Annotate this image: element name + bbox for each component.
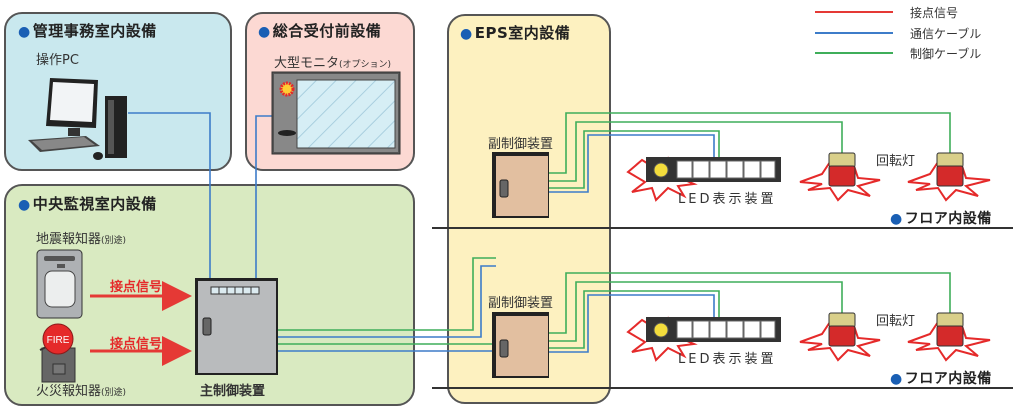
bullet-icon: ● <box>258 24 271 40</box>
bullet-icon: ● <box>460 26 473 42</box>
large-monitor-icon <box>271 71 401 155</box>
sub-controller-label-upper: 副制御装置 <box>488 137 554 152</box>
management-title: ●管理事務室内設備 <box>18 22 157 40</box>
floor-title-lower: ●フロア内設備 <box>890 371 992 387</box>
earthquake-detector-label: 地震報知器(別途) <box>36 232 127 247</box>
earthquake-detector-icon <box>36 249 83 319</box>
eps-title: ●EPS室内設備 <box>460 24 571 42</box>
comm-cable-monitor <box>255 115 277 278</box>
led-display-lower-icon <box>626 316 781 362</box>
contact-signal-label-1: 接点信号 <box>110 280 163 295</box>
control-cable-lower-lamp1 <box>548 281 843 342</box>
rotating-lamp-upper-1-icon <box>799 152 881 202</box>
led-display-label-upper: LED表示装置 <box>678 192 777 207</box>
sub-controller-upper-icon <box>492 152 549 218</box>
pc-label: 操作PC <box>36 53 79 68</box>
control-cable-lower-lamp2 <box>548 272 951 334</box>
floor-title-upper: ●フロア内設備 <box>890 211 992 227</box>
main-controller-label: 主制御装置 <box>200 384 266 399</box>
control-cable-main-upper <box>276 257 496 331</box>
main-controller-icon <box>195 278 278 375</box>
control-cable-upper-led <box>548 130 720 189</box>
control-cable-upper-lamp2 <box>548 112 951 174</box>
pc-icon <box>28 78 127 160</box>
bullet-icon: ● <box>18 24 31 40</box>
reception-title: ●総合受付前設備 <box>258 22 382 40</box>
led-display-upper-icon <box>626 156 781 202</box>
fire-alarm-icon <box>39 323 76 383</box>
bullet-icon: ● <box>18 197 31 213</box>
legend-label-comm: 通信ケーブル <box>910 27 982 41</box>
legend-label-contact: 接点信号 <box>910 6 959 20</box>
rotating-lamp-lower-2-icon <box>907 312 991 362</box>
rotating-lamp-upper-2-icon <box>907 152 991 202</box>
comm-cable-lower-led <box>548 294 715 353</box>
monitor-label: 大型モニタ(オプション) <box>274 56 392 71</box>
sub-controller-label-lower: 副制御装置 <box>488 296 554 311</box>
rotating-lamp-label-upper: 回転灯 <box>876 154 916 169</box>
control-cable-upper-lamp1 <box>548 121 843 182</box>
rotating-lamp-label-lower: 回転灯 <box>876 314 916 329</box>
rotating-lamp-lower-1-icon <box>799 312 881 362</box>
fire-alarm-text: FIRE <box>47 335 70 346</box>
central-title: ●中央監視室内設備 <box>18 195 157 213</box>
bullet-icon: ● <box>890 371 903 387</box>
comm-cable-pc <box>128 112 211 278</box>
bullet-icon: ● <box>890 211 903 227</box>
legend-label-control: 制御ケーブル <box>910 47 982 61</box>
control-cable-lower-led <box>548 290 720 349</box>
contact-signal-label-2: 接点信号 <box>110 337 163 352</box>
fire-alarm-label: 火災報知器(別途) <box>36 384 127 399</box>
comm-cable-main-upper <box>276 265 496 338</box>
led-display-label-lower: LED表示装置 <box>678 352 777 367</box>
comm-cable-upper-led <box>548 134 715 193</box>
sub-controller-lower-icon <box>492 312 549 378</box>
